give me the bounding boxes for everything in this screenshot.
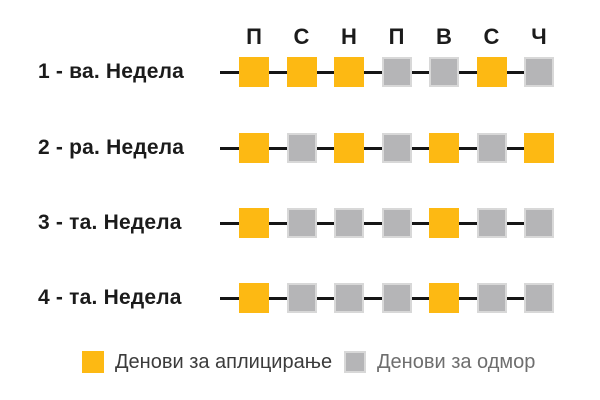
rest-day-square (334, 283, 364, 313)
rest-swatch (344, 351, 366, 373)
rest-day-square (381, 208, 412, 238)
legend-label-rest: Денови за одмор (377, 351, 536, 373)
application-day-square (334, 133, 364, 163)
application-day-square (239, 133, 269, 163)
rest-day-square (381, 57, 412, 87)
application-day-square (286, 57, 317, 87)
rest-day-square (476, 283, 507, 313)
rest-day-square (286, 133, 317, 163)
legend-item-rest: Денови за одмор (344, 351, 535, 373)
legend-item-application: Денови за аплицирање (82, 351, 332, 373)
application-day-square (429, 283, 459, 313)
application-day-square (334, 57, 364, 87)
day-letter: С (293, 24, 310, 49)
application-day-square (239, 283, 269, 313)
rest-day-square (524, 283, 554, 313)
day-letter: Ч (531, 24, 547, 49)
rest-day-square (524, 57, 554, 87)
rest-day-square (381, 133, 412, 163)
week-label: 3 - та. Недела (38, 211, 182, 234)
legend-label-application: Денови за аплицирање (115, 351, 333, 373)
week-label: 2 - ра. Недела (38, 136, 185, 159)
day-letter: П (388, 24, 405, 49)
day-letter: С (483, 24, 500, 49)
application-day-square (239, 57, 269, 87)
application-day-square (239, 208, 269, 238)
day-letter: В (436, 24, 452, 49)
rest-day-square (286, 208, 317, 238)
rest-day-square (429, 57, 459, 87)
day-letter: Н (341, 24, 357, 49)
day-letter: П (246, 24, 262, 49)
rest-day-square (286, 283, 317, 313)
application-day-square (429, 208, 459, 238)
application-swatch (82, 351, 104, 373)
week-label: 1 - ва. Недела (38, 60, 184, 83)
application-day-square (476, 57, 507, 87)
application-day-square (524, 133, 554, 163)
rest-day-square (334, 208, 364, 238)
week-label: 4 - та. Недела (38, 286, 182, 309)
rest-day-square (476, 133, 507, 163)
rest-day-square (524, 208, 554, 238)
application-day-square (429, 133, 459, 163)
rest-day-square (381, 283, 412, 313)
rest-day-square (476, 208, 507, 238)
